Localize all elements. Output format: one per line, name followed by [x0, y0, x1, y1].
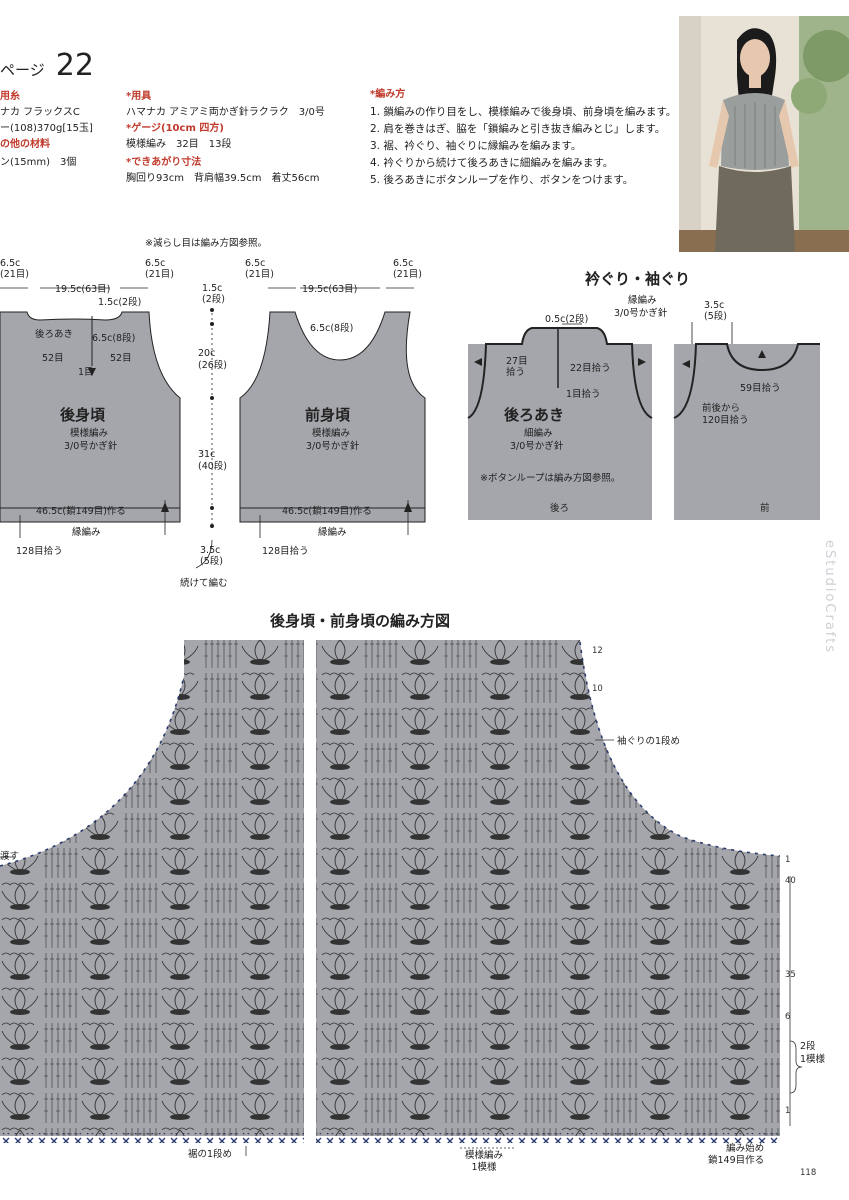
back-width-top: 19.5c(63目)	[55, 284, 111, 295]
row-number-1-top: 1	[785, 855, 791, 865]
neck-back-sub: 細編み	[524, 428, 553, 439]
front-border: 縁編み	[318, 527, 347, 538]
front-title: 前身頃	[305, 406, 351, 424]
front-shoulder-right: 6.5c (21目)	[393, 258, 423, 280]
neck-back-note: ※ボタンループは編み方図参照。	[480, 473, 621, 484]
page-ref-prefix: ページ	[0, 61, 45, 79]
tool-text: ハマナカ アミアミ両かぎ針ラクラク 3/0号	[126, 107, 325, 118]
arm-front-pick: 前後から 120目拾う	[702, 403, 749, 426]
instruction-step-4: 4. 衿ぐりから続けて後ろあきに細編みを編みます。	[370, 157, 614, 169]
neck-front-border: 3.5c (5段)	[704, 300, 727, 322]
front-hook: 3/0号かぎ針	[306, 441, 360, 452]
repeat-label: 2段 1模様	[800, 1041, 826, 1065]
size-text: 胸回り93cm 背肩幅39.5cm 着丈56cm	[126, 173, 320, 184]
instruction-step-2: 2. 肩を巻きはぎ、脇を「鎖編みと引き抜き編みとじ」します。	[370, 123, 666, 135]
gauge-heading: *ゲージ(10cm 四方)	[126, 123, 224, 134]
instruction-step-3: 3. 裾、衿ぐり、袖ぐりに縁編みを編みます。	[370, 140, 582, 152]
row-number-10: 10	[592, 684, 603, 694]
front-stitch: 模様編み	[312, 428, 351, 439]
yarn-heading: 用糸	[0, 91, 20, 102]
back-title: 後身頃	[60, 406, 106, 424]
yarn-color: ー(108)370g[15玉]	[0, 123, 93, 134]
neck-armhole-drawings	[467, 322, 820, 520]
neck-back-one-pick: 1目拾う	[566, 389, 601, 400]
page-ref-number: 22	[55, 48, 94, 83]
back-border: 縁編み	[72, 527, 101, 538]
neck-front-shape	[674, 344, 820, 520]
page-number: 118	[800, 1168, 817, 1178]
hem-row-back	[0, 1133, 304, 1143]
neck-armhole-hook: 3/0号かぎ針	[614, 308, 668, 319]
stitch-chart	[0, 640, 803, 1156]
left-pass-note: 渡す	[0, 851, 20, 862]
neck-back-top: 0.5c(2段)	[545, 314, 589, 325]
model-photo	[679, 16, 849, 252]
hem-row-front	[316, 1133, 782, 1143]
back-neck-depth: 1.5c(2段)	[98, 297, 142, 308]
neck-back-left-pick: 27目 拾う	[506, 356, 528, 378]
schematic-drawings	[0, 287, 426, 569]
neck-back-shape	[468, 328, 652, 520]
dim-top: 1.5c (2段)	[202, 283, 225, 305]
yarn-brand: ナカ フラックスC	[0, 107, 80, 118]
hem-first-row-note: 裾の1段め	[188, 1149, 233, 1160]
row-number-6: 6	[785, 1012, 791, 1022]
size-heading: *できあがり寸法	[126, 157, 202, 168]
reduce-note: ※減らし目は編み方図参照。	[145, 238, 267, 249]
back-opening-label: 後ろあき	[35, 329, 74, 340]
back-shoulder-right: 6.5c (21目)	[145, 258, 175, 280]
neck-armhole-stitch: 縁編み	[628, 295, 657, 306]
dim-hem: 3.5c (5段)	[200, 545, 223, 567]
back-cast-on: 46.5c(鎖149目)作る	[36, 506, 126, 517]
back-right-count: 52目	[110, 353, 132, 364]
back-hook: 3/0号かぎ針	[64, 441, 118, 452]
row-number-40: 40	[785, 876, 796, 886]
neck-front-pick: 59目拾う	[740, 383, 781, 394]
back-center-count: 1目	[78, 367, 94, 378]
back-pickup: 128目拾う	[16, 546, 63, 557]
neck-armhole-title: 衿ぐり・袖ぐり	[585, 270, 691, 288]
row-number-1-bottom: 1	[785, 1106, 791, 1116]
instruction-step-1: 1. 鎖編みの作り目をし、模様編みで後身頃、前身頃を編みます。	[370, 106, 677, 118]
start-label: 編み始め 鎖149目作る	[708, 1143, 765, 1166]
front-cast-on: 46.5c(鎖149目)作る	[282, 506, 372, 517]
back-shoulder-left: 6.5c (21目)	[0, 258, 30, 280]
chart-title: 後身頃・前身頃の編み方図	[270, 612, 451, 630]
neck-back-hook: 3/0号かぎ針	[510, 441, 564, 452]
instruction-step-5: 5. 後ろあきにボタンループを作り、ボタンをつけます。	[370, 174, 634, 186]
armhole-first-row-note: 袖ぐりの1段め	[617, 736, 681, 747]
other-materials-heading: の他の材料	[0, 139, 50, 150]
neck-back-label: 後ろ	[550, 503, 570, 514]
instructions-heading: *編み方	[370, 89, 406, 100]
dim-armhole: 20c (26段)	[198, 348, 228, 371]
gauge-text: 模様編み 32目 13段	[126, 139, 232, 150]
front-shoulder-left: 6.5c (21目)	[245, 258, 275, 280]
tool-heading: *用具	[126, 91, 152, 102]
pattern-repeat-label: 模様編み 1模様	[465, 1150, 504, 1173]
back-left-count: 52目	[42, 353, 64, 364]
dim-body: 31c (40段)	[198, 449, 228, 472]
side-watermark: eStudioCrafts	[822, 540, 837, 655]
front-pickup: 128目拾う	[262, 546, 309, 557]
continue-label: 続けて編む	[180, 578, 228, 589]
front-neck: 6.5c(8段)	[310, 323, 354, 334]
neck-back-right-pick: 22目拾う	[570, 363, 611, 374]
page-reference: ページ 22	[0, 48, 94, 83]
back-neck-width: 6.5c(8段)	[92, 333, 136, 344]
button-material: ン(15mm) 3個	[0, 157, 77, 168]
back-body-shape	[0, 311, 181, 523]
back-stitch: 模様編み	[70, 428, 109, 439]
neck-front-label: 前	[760, 503, 770, 514]
front-body-shape	[239, 311, 426, 523]
row-number-35: 35	[785, 970, 796, 980]
front-width-top: 19.5c(63目)	[302, 284, 358, 295]
neck-back-title: 後ろあき	[504, 406, 565, 424]
row-number-12: 12	[592, 646, 603, 656]
